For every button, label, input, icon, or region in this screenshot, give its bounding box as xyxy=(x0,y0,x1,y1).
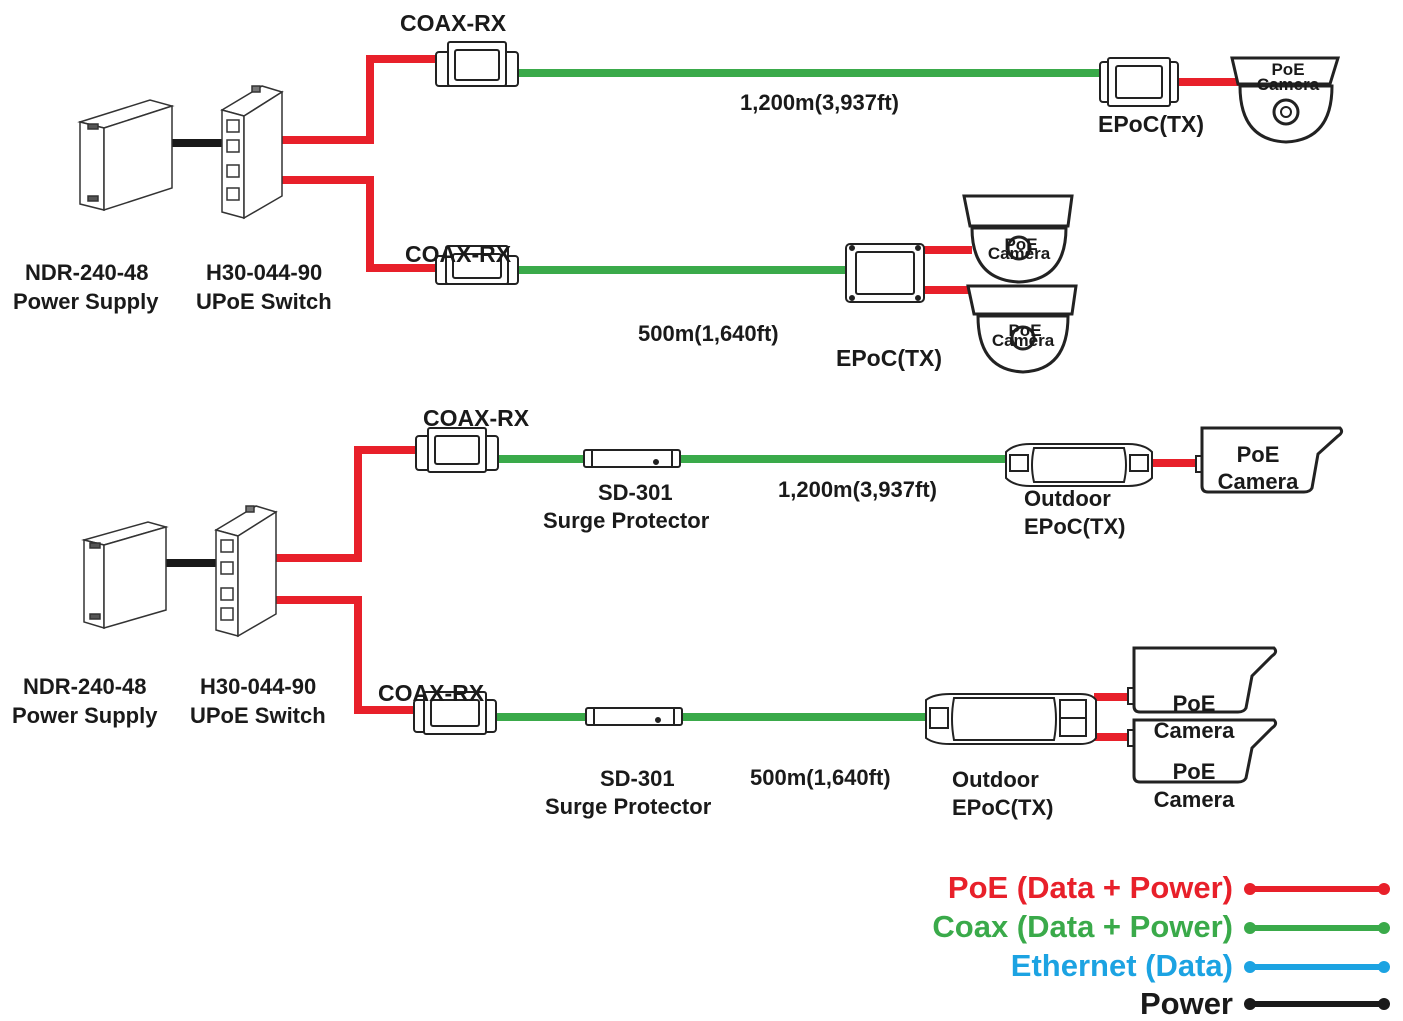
outdoor-epoc-label: EPoC(TX) xyxy=(1024,514,1126,539)
camera-label: PoE xyxy=(1271,60,1304,79)
poe-camera: PoE Camera xyxy=(1230,56,1341,144)
power-supply-unit xyxy=(81,521,169,630)
surge-protector xyxy=(585,707,683,726)
surge-protector-model: SD-301 xyxy=(598,480,673,505)
outdoor-epoc-label: Outdoor xyxy=(1024,486,1111,511)
poe-camera: PoE Camera xyxy=(966,284,1078,374)
distance-label: 1,200m(3,937ft) xyxy=(740,90,899,115)
upoe-switch xyxy=(220,85,284,220)
poe-cable xyxy=(282,55,440,144)
epoc-tx-label: EPoC(TX) xyxy=(1098,111,1205,137)
power-supply-desc: Power Supply xyxy=(13,289,159,314)
power-supply-desc: Power Supply xyxy=(12,703,158,728)
poe-camera: PoE Camera xyxy=(1195,426,1344,494)
camera-label: PoE xyxy=(1173,691,1216,716)
poe-camera xyxy=(1127,718,1278,784)
legend-label-ethernet: Ethernet (Data) xyxy=(1010,948,1233,983)
coax-rx-device xyxy=(415,427,499,473)
surge-protector-desc: Surge Protector xyxy=(545,794,712,819)
poe-camera xyxy=(1127,646,1278,714)
legend-label-poe: PoE (Data + Power) xyxy=(947,870,1233,905)
coax-rx-label: COAX-RX xyxy=(400,10,507,36)
poe-cable xyxy=(276,446,420,562)
coax-rx-device xyxy=(435,41,519,87)
distance-label: 1,200m(3,937ft) xyxy=(778,477,937,502)
switch-desc: UPoE Switch xyxy=(196,289,332,314)
power-supply-model: NDR-240-48 xyxy=(25,260,149,285)
poe-camera: PoE Camera xyxy=(962,194,1074,284)
camera-label: PoE xyxy=(1004,235,1037,254)
camera-label: PoE xyxy=(1173,759,1216,784)
camera-label: Camera xyxy=(992,331,1055,350)
upoe-switch xyxy=(214,505,278,638)
camera-label: Camera xyxy=(1257,75,1320,94)
outdoor-epoc-label: Outdoor xyxy=(952,767,1039,792)
distance-label: 500m(1,640ft) xyxy=(750,765,891,790)
legend-label-coax: Coax (Data + Power) xyxy=(932,909,1233,944)
coax-rx-device xyxy=(413,691,497,735)
legend-line-poe xyxy=(1244,883,1390,895)
camera-label: Camera xyxy=(1218,469,1299,494)
outdoor-epoc-label: EPoC(TX) xyxy=(952,795,1054,820)
camera-label: PoE xyxy=(1008,321,1041,340)
camera-label: Camera xyxy=(1154,787,1235,812)
epoc-tx-device xyxy=(845,243,925,303)
poe-cable xyxy=(282,176,440,272)
power-supply-model: NDR-240-48 xyxy=(23,674,147,699)
surge-protector xyxy=(583,449,681,468)
distance-label: 500m(1,640ft) xyxy=(638,321,779,346)
coax-rx-device xyxy=(435,245,519,285)
switch-model: H30-044-90 xyxy=(200,674,317,699)
legend-label-power: Power xyxy=(1139,986,1233,1021)
legend-line-coax xyxy=(1244,922,1390,934)
switch-desc: UPoE Switch xyxy=(190,703,326,728)
power-supply-unit xyxy=(77,99,175,212)
coax-rx-label: COAX-RX xyxy=(378,680,485,706)
camera-label: PoE xyxy=(1237,442,1280,467)
coax-rx-label: COAX-RX xyxy=(405,241,512,267)
coax-rx-label: COAX-RX xyxy=(423,405,530,431)
epoc-tx-label: EPoC(TX) xyxy=(836,345,943,371)
legend-line-ethernet xyxy=(1244,961,1390,973)
camera-label: Camera xyxy=(1154,718,1235,743)
poe-cable xyxy=(276,596,420,714)
outdoor-epoc-tx-device xyxy=(925,693,1097,745)
epoc-tx-device xyxy=(1099,57,1179,107)
switch-model: H30-044-90 xyxy=(206,260,323,285)
surge-protector-model: SD-301 xyxy=(600,766,675,791)
legend-line-power xyxy=(1244,998,1390,1010)
camera-label: Camera xyxy=(988,244,1051,263)
surge-protector-desc: Surge Protector xyxy=(543,508,710,533)
outdoor-epoc-tx-device xyxy=(1005,443,1153,487)
